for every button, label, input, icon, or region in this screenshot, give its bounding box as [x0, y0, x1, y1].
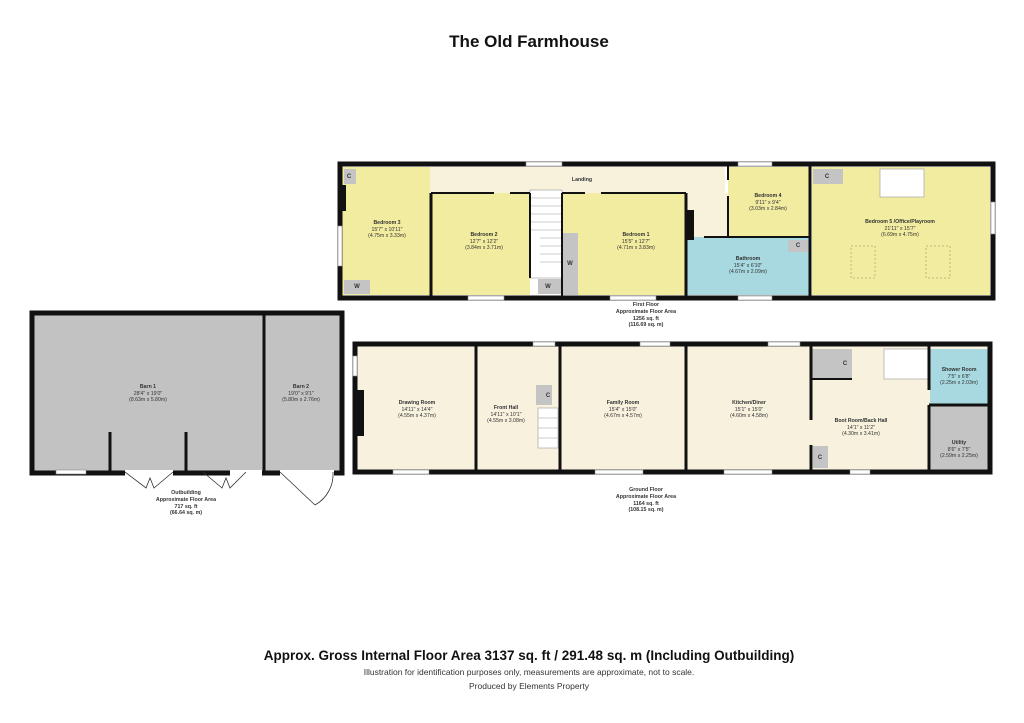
first-floor-plan	[337, 161, 996, 301]
room-utility: Utility 8'6" x 7'5" (2.59m x 2.25m)	[940, 440, 978, 460]
room-boot-room: Boot Room/Back Hall 14'1" x 11'2" (4.30m…	[834, 418, 888, 438]
wardrobe-tag: W	[354, 284, 360, 290]
cupboard-tag: C	[346, 174, 352, 180]
room-landing: Landing	[571, 177, 593, 183]
room-front-hall: Front Hall 14'11" x 10'1" (4.55m x 3.08m…	[487, 405, 525, 425]
room-bedroom-4: Bedroom 4 9'11" x 9'4" (3.03m x 2.84m)	[749, 193, 787, 213]
room-bedroom-5: Bedroom 5 /Office/Playroom 21'11" x 15'7…	[865, 219, 935, 239]
room-barn-2: Barn 2 19'0" x 9'1" (5.80m x 2.76m)	[282, 384, 320, 404]
room-drawing-room: Drawing Room 14'11" x 14'4" (4.55m x 4.3…	[398, 400, 436, 420]
room-bedroom-2: Bedroom 2 12'7" x 12'2" (3.84m x 3.71m)	[465, 232, 503, 252]
room-shower-room: Shower Room 7'5" x 6'8" (2.25m x 2.03m)	[940, 367, 978, 387]
gross-area-text: Approx. Gross Internal Floor Area 3137 s…	[263, 648, 795, 663]
ground-floor-plan	[352, 341, 993, 475]
outbuilding-plan	[29, 310, 345, 506]
room-barn-1: Barn 1 28'4" x 19'0" (8.63m x 5.80m)	[129, 384, 167, 404]
cupboard-tag: C	[817, 455, 823, 461]
bedroom-4-fill	[728, 167, 810, 237]
wardrobe-tag: W	[567, 261, 573, 267]
producer-text: Produced by Elements Property	[468, 681, 589, 691]
outbuilding-area: Outbuilding Approximate Floor Area 717 s…	[155, 490, 217, 517]
plan-title: The Old Farmhouse	[449, 32, 609, 51]
room-kitchen-diner: Kitchen/Diner 15'1" x 15'0" (4.60m x 4.5…	[730, 400, 768, 420]
cupboard-tag: C	[842, 361, 848, 367]
disclaimer-text: Illustration for identification purposes…	[363, 667, 695, 677]
landing-fill	[430, 167, 725, 193]
ground-floor-area: Ground Floor Approximate Floor Area 1164…	[615, 487, 677, 514]
room-family-room: Family Room 15'4" x 15'0" (4.67m x 4.57m…	[604, 400, 642, 420]
bedroom-1-fill	[562, 193, 686, 295]
room-bedroom-1: Bedroom 1 15'5" x 12'7" (4.71m x 3.83m)	[617, 232, 655, 252]
cupboard-tag: C	[545, 393, 551, 399]
shower-room-fill	[930, 349, 988, 404]
cupboard-tag: C	[795, 243, 801, 249]
bedroom-2-fill	[430, 193, 530, 295]
wardrobe-tag: W	[545, 284, 551, 290]
cupboard-tag: C	[824, 174, 830, 180]
utility-fill	[930, 406, 988, 470]
bedroom-3-fill	[342, 167, 430, 295]
room-bedroom-3: Bedroom 3 15'7" x 10'11" (4.75m x 3.33m)	[368, 220, 406, 240]
first-floor-area: First Floor Approximate Floor Area 1256 …	[615, 302, 677, 329]
room-bathroom: Bathroom 15'4" x 6'10" (4.67m x 2.09m)	[729, 256, 767, 276]
